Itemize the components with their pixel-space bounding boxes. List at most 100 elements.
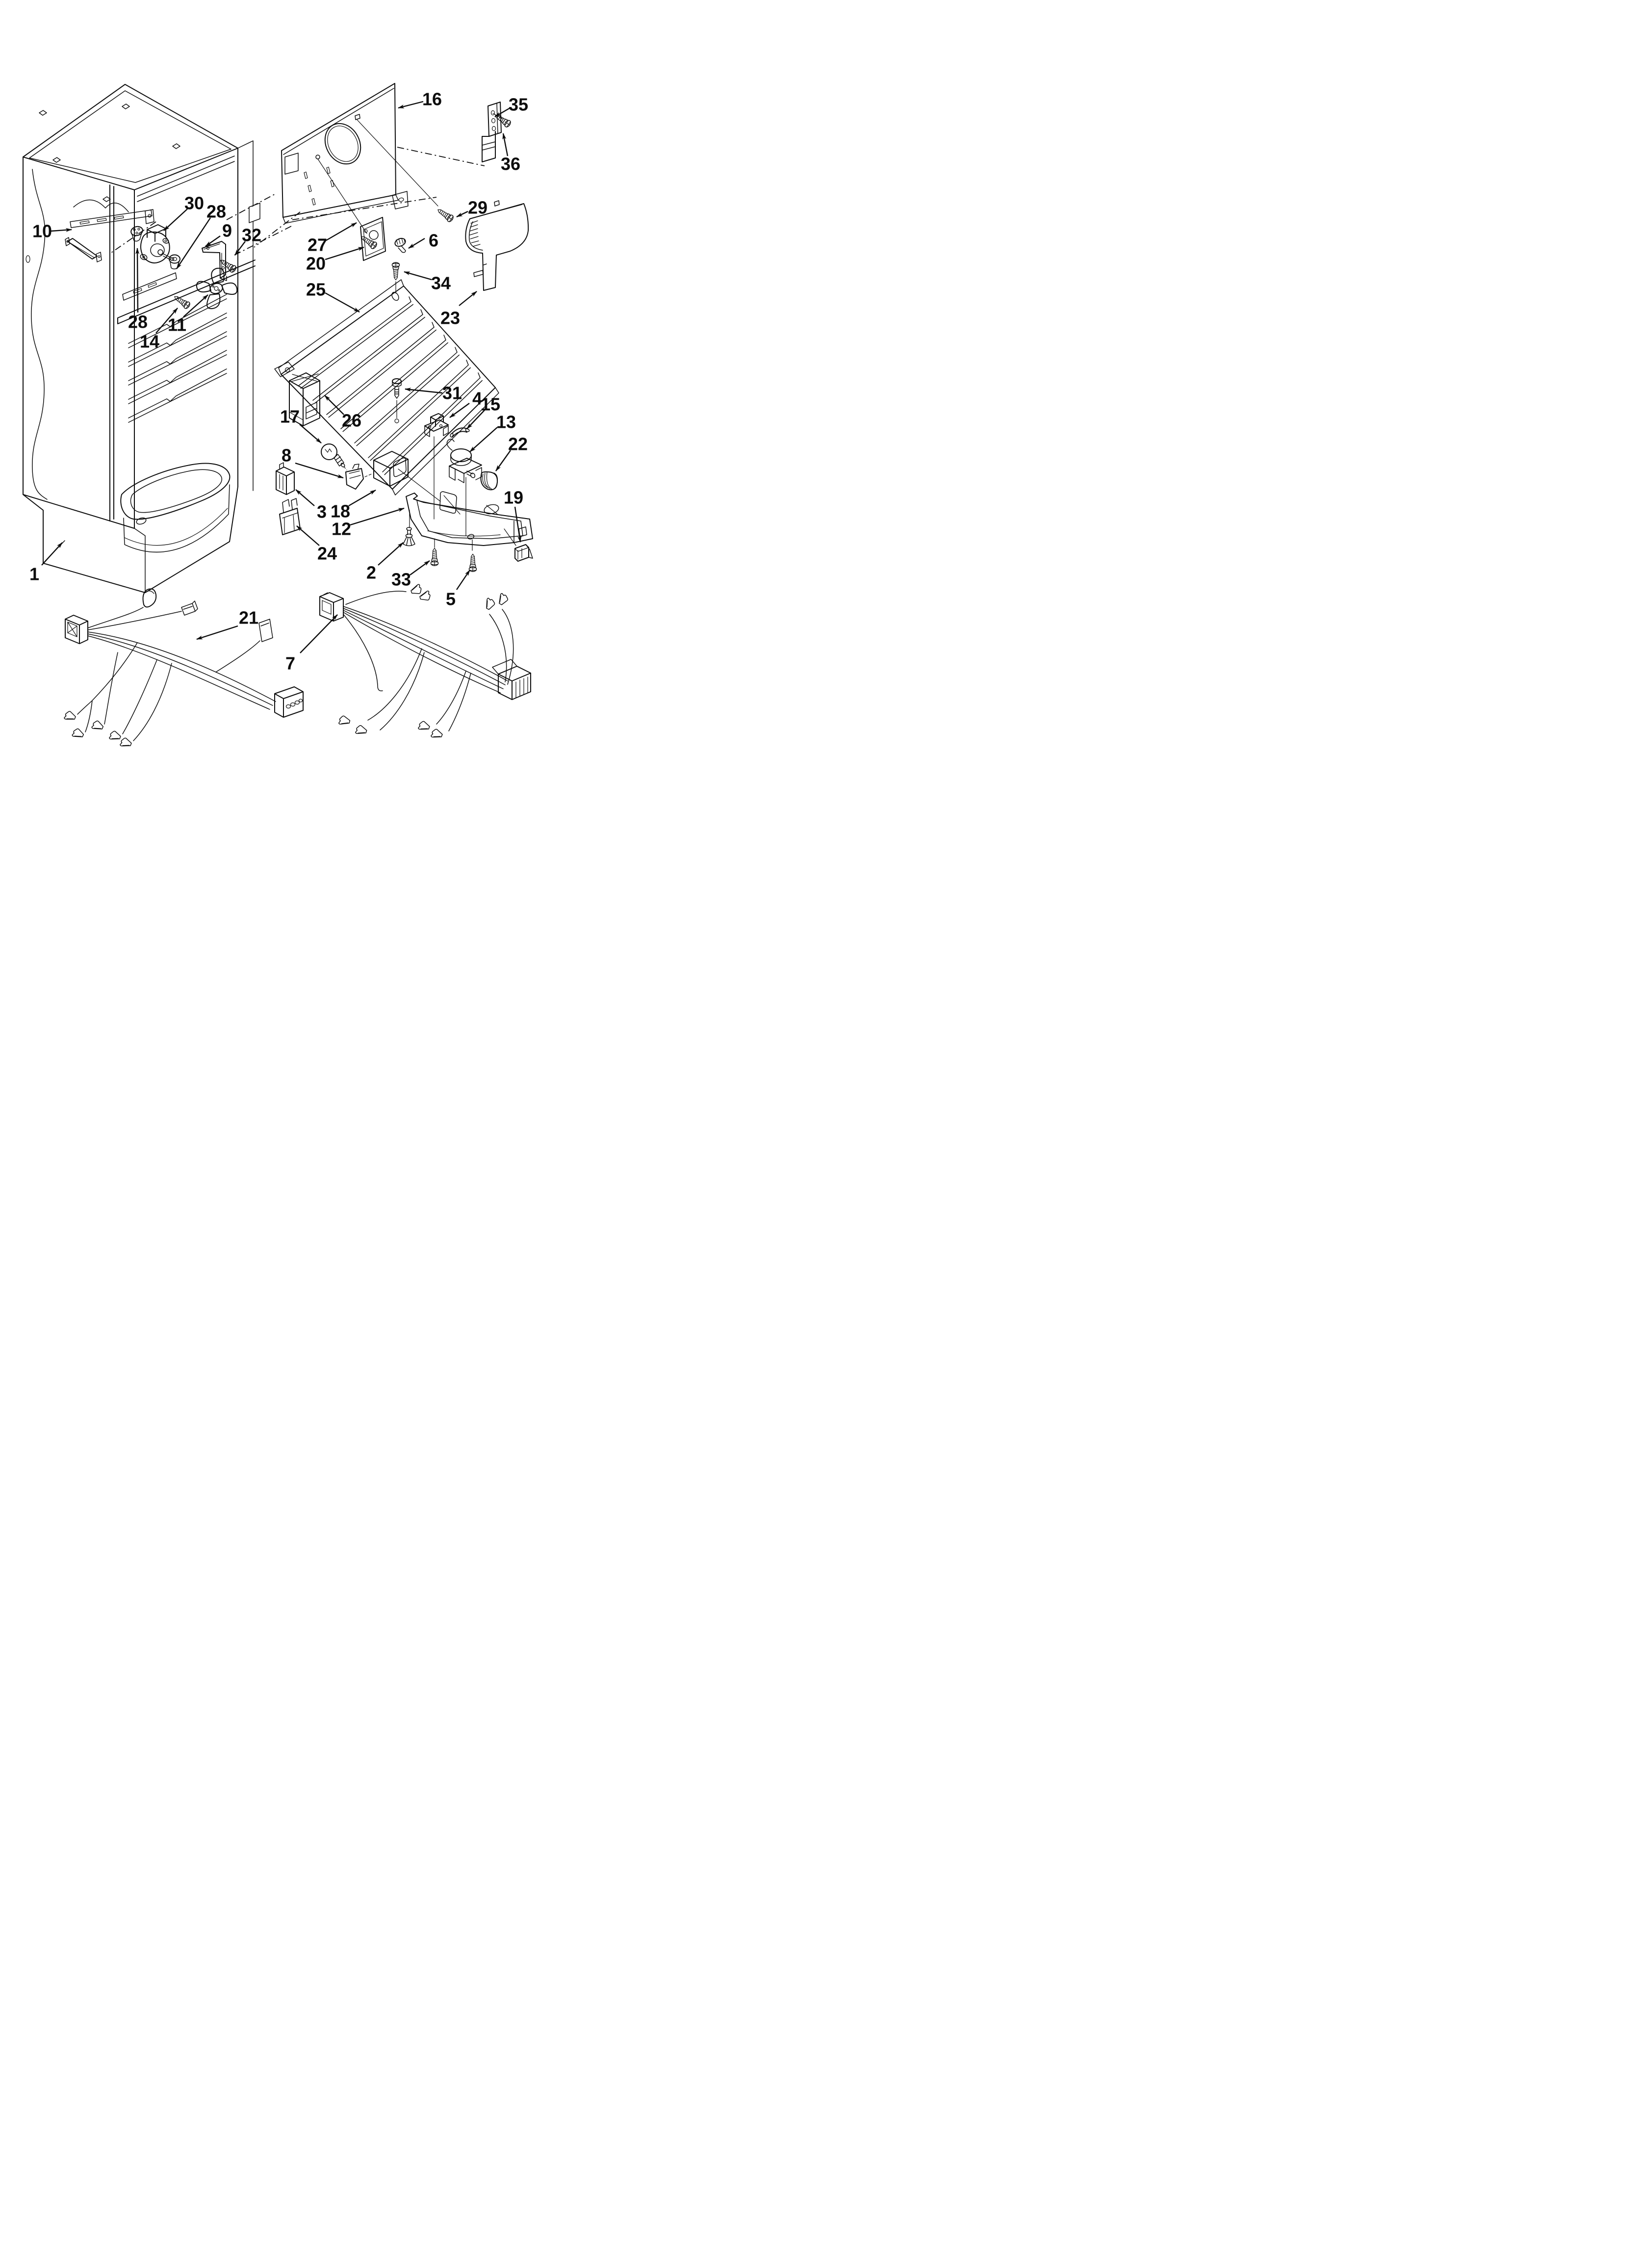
callout-c34-arrow <box>404 271 432 281</box>
fan-bracket <box>202 241 227 281</box>
defrost-thermostat-4 <box>424 413 449 520</box>
tube-clip-15 <box>450 427 470 438</box>
callout-c23-arrow <box>459 291 477 306</box>
callout-c9-label: 9 <box>222 221 232 241</box>
crisper-pan <box>120 463 231 553</box>
callout-c15-label: 15 <box>481 394 500 415</box>
callout-c28a-arrow <box>176 217 211 269</box>
callout-c21-arrow <box>196 625 238 640</box>
callout-c14-arrow <box>155 308 178 334</box>
liner-parts-diagram: 1234567891011121314151617181920212223242… <box>23 83 533 750</box>
callout-c3-label: 3 <box>317 502 327 522</box>
callout-c11-arrow <box>183 294 208 317</box>
screw-5-group <box>468 539 477 572</box>
callout-c18-arrow <box>348 489 376 507</box>
mounting-rails <box>70 209 177 301</box>
wiring-harness-7 <box>319 583 531 741</box>
screw-14 <box>172 293 192 310</box>
shelf-rails <box>128 294 227 423</box>
callout-c19-label: 19 <box>504 488 523 508</box>
callout-c19-arrow <box>514 506 522 543</box>
evaporator-plate <box>274 279 499 495</box>
access-plate-27 <box>360 217 386 261</box>
callout-c2-label: 2 <box>366 563 376 583</box>
screw-34-group <box>391 262 400 294</box>
callout-c33-arrow <box>410 560 430 575</box>
callout-c25-arrow <box>325 292 360 313</box>
callout-c21-label: 21 <box>239 608 258 628</box>
callout-c13-label: 13 <box>496 412 516 432</box>
callout-c17-label: 17 <box>280 407 300 427</box>
callout-c24-arrow <box>296 525 320 546</box>
callout-c11-label: 11 <box>168 315 186 335</box>
callout-c28a-label: 28 <box>206 202 226 222</box>
motor-grommet-left <box>130 226 143 242</box>
mounting-bracket-35 <box>482 102 513 162</box>
drain-plug-2 <box>403 510 415 547</box>
callout-c20-label: 20 <box>306 254 326 274</box>
callout-c16-label: 16 <box>422 89 442 109</box>
callout-c8-arrow <box>295 462 344 479</box>
callout-c4-label: 4 <box>472 389 482 409</box>
light-bulb-17 <box>321 443 345 468</box>
callout-c10-label: 10 <box>32 221 52 241</box>
callout-c5-arrow <box>456 570 470 590</box>
evaporator-fan-motor <box>140 224 175 263</box>
plug-31 <box>392 378 402 423</box>
callout-c13-arrow <box>469 427 498 452</box>
control-knob-22 <box>480 471 498 491</box>
callout-c30-label: 30 <box>184 193 204 213</box>
callout-c33-label: 33 <box>391 570 411 590</box>
callout-c3-arrow <box>295 489 315 506</box>
screw-29 <box>435 206 455 223</box>
callout-c17-arrow <box>299 424 322 443</box>
cold-control-thermostat-13 <box>446 439 482 536</box>
bulb-socket-8 <box>343 464 372 490</box>
callout-c23-label: 23 <box>440 308 460 328</box>
clip-19 <box>504 528 533 562</box>
callout-c30-arrow <box>163 209 188 231</box>
callout-c32-label: 32 <box>242 225 261 245</box>
callout-c24-label: 24 <box>317 544 337 564</box>
callout-c22-arrow <box>495 450 511 471</box>
callout-c12-label: 12 <box>332 519 351 539</box>
screw-33-group <box>430 538 439 566</box>
callout-c36-arrow <box>502 133 509 156</box>
callout-c7-label: 7 <box>285 653 295 674</box>
callout-c27-label: 27 <box>308 235 327 255</box>
callout-c16-arrow <box>398 101 424 109</box>
callout-c6-label: 6 <box>429 231 438 251</box>
support-bracket <box>65 237 102 262</box>
callout-c28b-arrow <box>135 248 140 313</box>
callout-c4-arrow <box>449 403 470 418</box>
bracket-26 <box>289 372 320 426</box>
callout-c9-arrow <box>205 235 221 247</box>
callout-c29-arrow <box>456 210 468 218</box>
callout-c12-arrow <box>350 507 405 526</box>
callout-c31-arrow <box>405 388 443 394</box>
callout-c25-label: 25 <box>306 280 326 300</box>
control-console <box>406 491 533 546</box>
clip-3 <box>276 462 295 495</box>
callout-c27-arrow <box>326 222 357 241</box>
callout-c18-label: 18 <box>331 501 350 521</box>
callout-c15-arrow <box>466 410 485 429</box>
callout-c8-label: 8 <box>282 445 291 466</box>
callout-c6-arrow <box>408 237 425 249</box>
callout-c20-arrow <box>325 246 364 261</box>
callout-c35-label: 35 <box>509 95 528 115</box>
callout-c34-label: 34 <box>431 273 451 293</box>
callout-c35-arrow <box>494 107 511 118</box>
callout-c5-label: 5 <box>446 589 456 609</box>
callout-c26-label: 26 <box>342 411 361 431</box>
wiring-harness-21 <box>63 588 304 750</box>
callout-c1-arrow <box>41 542 63 566</box>
lamp-housing-18 <box>373 451 441 502</box>
plug-6 <box>394 237 406 253</box>
callout-c32-arrow <box>234 241 246 256</box>
callout-c36-label: 36 <box>501 154 520 174</box>
callout-c28b-label: 28 <box>128 312 148 332</box>
callout-c1-label: 1 <box>29 564 39 584</box>
callout-c29-label: 29 <box>468 198 487 218</box>
